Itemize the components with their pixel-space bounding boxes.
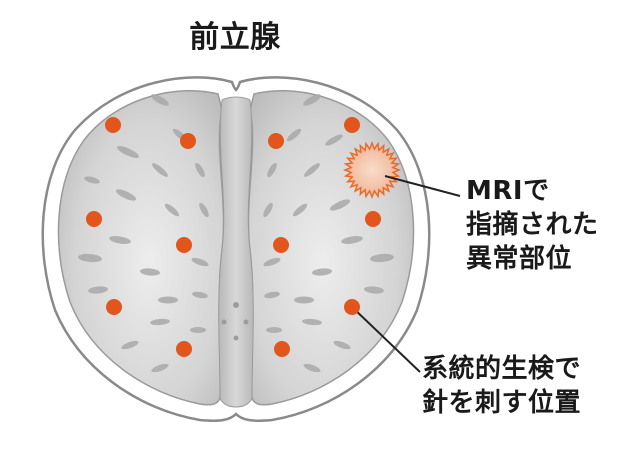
biopsy-point (176, 237, 192, 253)
duct-texture (78, 94, 394, 373)
mri-label-line: MRIで (466, 176, 550, 206)
diagram-title: 前立腺 (189, 20, 281, 55)
biopsy-point (365, 211, 381, 227)
biopsy-point (105, 117, 121, 133)
urethra-dots (221, 302, 249, 341)
biopsy-point (180, 133, 196, 149)
mri-label-line: 異常部位 (466, 244, 573, 274)
systematic-biopsy-label: 系統的生検で 針を刺す位置 (422, 352, 581, 420)
urethra (218, 96, 254, 408)
biopsy-point (274, 341, 290, 357)
biopsy-point (86, 211, 102, 227)
mri-abnormal-area-label: MRIで 指摘された 異常部位 (466, 174, 599, 276)
biopsy-point (344, 117, 360, 133)
biopsy-point (176, 341, 192, 357)
mri-label-line: 指摘された (466, 210, 599, 240)
biopsy-point (273, 237, 289, 253)
biopsy-point (106, 299, 122, 315)
biopsy-point (344, 299, 360, 315)
biopsy-label-line: 系統的生検で (422, 354, 582, 384)
biopsy-leader-line (351, 306, 421, 373)
mri-lesion-marker (342, 140, 402, 200)
biopsy-points (86, 117, 381, 357)
biopsy-point (268, 133, 284, 149)
mri-leader-line (384, 175, 461, 197)
biopsy-label-line: 針を刺す位置 (422, 388, 582, 418)
